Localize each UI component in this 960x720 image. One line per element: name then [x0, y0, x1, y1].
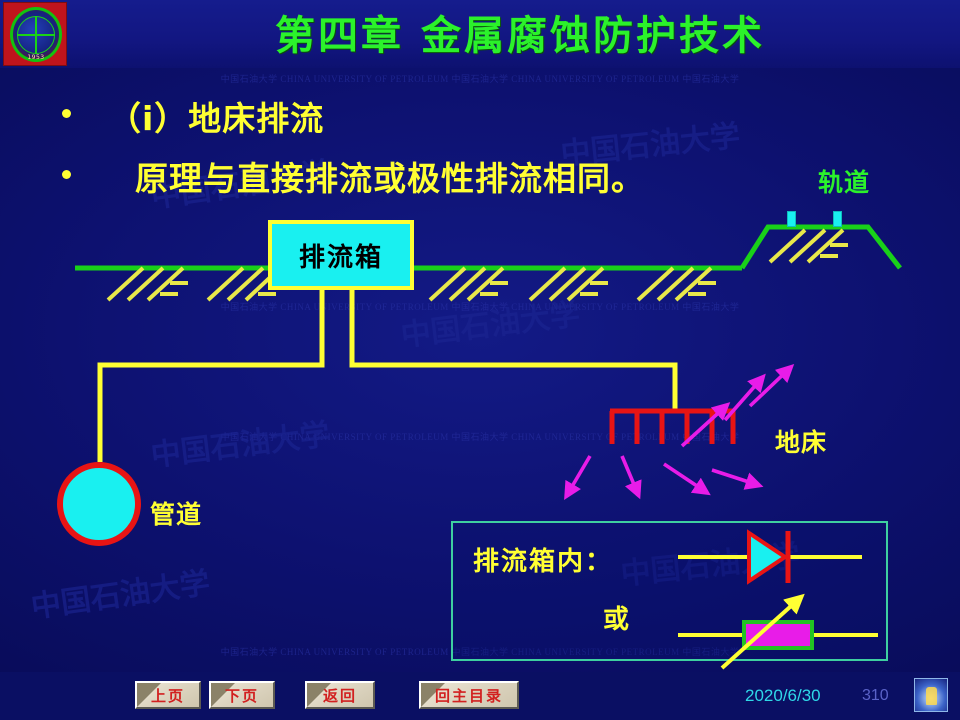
- legend-or-label: 或: [603, 605, 630, 635]
- bullet-dot: [62, 109, 71, 118]
- anode-bed-label: 地床: [775, 428, 828, 457]
- next-page-button[interactable]: 下页: [209, 681, 275, 709]
- legend-title: 排流箱内：: [473, 547, 614, 577]
- next-page-label: 下页: [224, 688, 259, 705]
- watermark-text: 中国石油大学: [399, 298, 582, 353]
- back-button[interactable]: 返回: [305, 681, 375, 709]
- page-number: 310: [862, 687, 889, 704]
- rail-icon: [787, 211, 796, 227]
- track-label: 轨道: [818, 168, 871, 197]
- title-band: [0, 0, 960, 68]
- drain-box: 排流箱: [268, 220, 414, 290]
- date-text: 2020/6/30: [745, 686, 821, 705]
- prev-page-button[interactable]: 上页: [135, 681, 201, 709]
- bullet-text-2: 原理与直接排流或极性排流相同。: [135, 159, 645, 198]
- globe-icon: [17, 16, 55, 54]
- watermark-text: 中国石油大学: [29, 566, 212, 625]
- logo-year: 1953: [27, 54, 45, 61]
- drain-box-label: 排流箱: [298, 242, 383, 273]
- watermark-line: 中国石油大学 CHINA UNIVERSITY OF PETROLEUM 中国石…: [220, 74, 740, 84]
- rail-icon: [833, 211, 842, 227]
- bullet-dot: [62, 170, 71, 179]
- bullet-text-1: （i）地床排流: [108, 99, 325, 138]
- pipeline-label: 管道: [150, 500, 203, 529]
- watermark-line: 中国石油大学 CHINA UNIVERSITY OF PETROLEUM 中国石…: [220, 302, 740, 312]
- main-menu-button[interactable]: 回主目录: [419, 681, 519, 709]
- watermark-text: 中国石油大学: [149, 418, 332, 473]
- prev-page-label: 上页: [150, 688, 185, 705]
- pipeline-cross-section: [57, 462, 141, 546]
- main-menu-label: 回主目录: [434, 688, 503, 705]
- legend-box: [451, 521, 888, 661]
- corner-decoration-icon: [914, 678, 948, 712]
- page-title: 第四章 金属腐蚀防护技术: [275, 13, 765, 59]
- university-logo: 1953: [3, 2, 67, 66]
- back-label: 返回: [322, 688, 357, 705]
